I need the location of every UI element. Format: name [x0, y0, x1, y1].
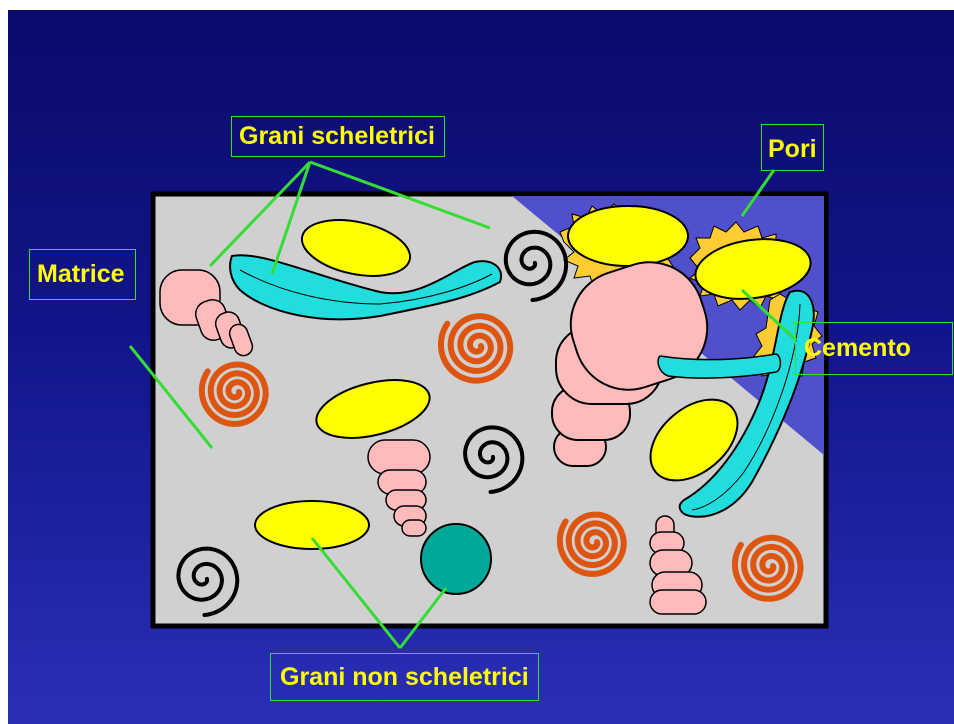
skeletal-grain-yellow [568, 206, 688, 266]
label-cemento: Cemento [795, 322, 953, 375]
non-skeletal-grain-teal [421, 524, 491, 594]
label-pori: Pori [761, 124, 824, 171]
label-grani-scheletrici: Grani scheletrici [231, 116, 445, 157]
non-skeletal-grain-yellow [255, 501, 369, 549]
label-matrice: Matrice [29, 249, 136, 300]
label-grani-non-scheletrici: Grani non scheletrici [270, 653, 539, 701]
